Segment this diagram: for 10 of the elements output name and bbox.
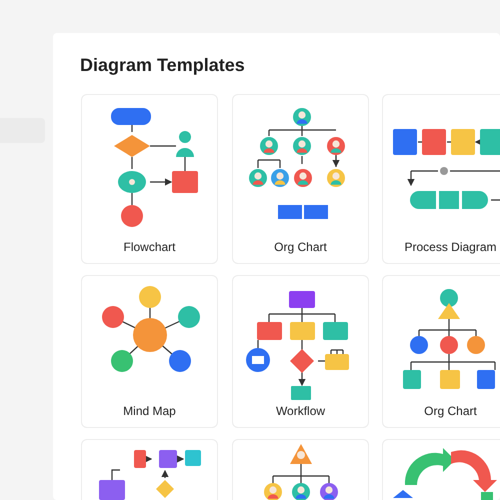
template-card	[81, 94, 218, 264]
card-title: Workflow	[274, 404, 326, 418]
template-card	[232, 94, 369, 264]
page-title: Diagram Templates	[80, 55, 245, 76]
template-card	[382, 94, 500, 264]
card-title: Flowchart	[122, 240, 176, 254]
card-title: Process Diagram	[403, 240, 498, 254]
card-title: Mind Map	[122, 404, 177, 418]
card-title: Org Chart	[273, 240, 328, 254]
card-title: Org Chart	[423, 404, 478, 418]
